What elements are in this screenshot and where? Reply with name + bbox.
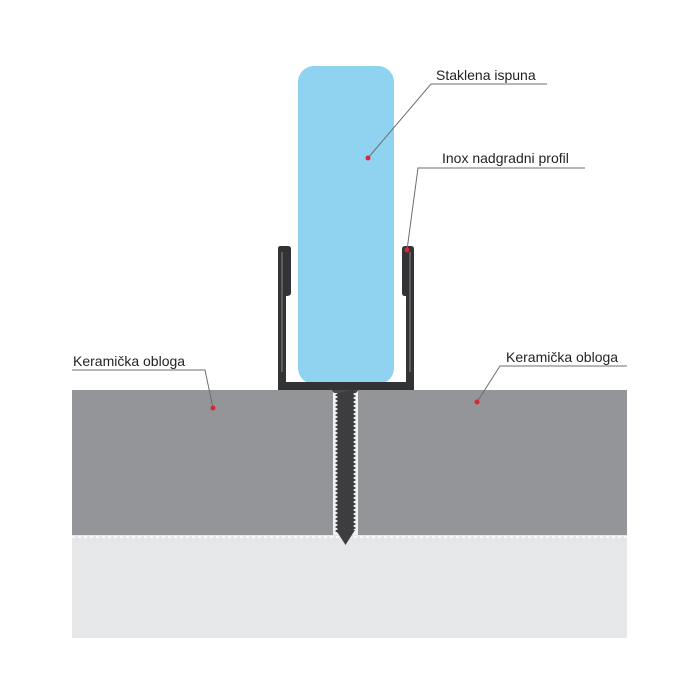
marker-dot: [474, 399, 480, 405]
marker-dot: [404, 247, 410, 253]
label-glass: Staklena ispuna: [436, 67, 536, 83]
screw: [326, 383, 364, 545]
label-profile: Inox nadgradni profil: [442, 150, 569, 166]
label-tile-right: Keramička obloga: [506, 349, 618, 365]
tile-right: [358, 390, 627, 535]
u-profile: [278, 246, 414, 390]
marker-dot: [365, 155, 371, 161]
leader-lines: [72, 83, 627, 409]
glass-panel: [298, 66, 394, 384]
marker-dot: [210, 405, 216, 411]
tile-left: [72, 390, 333, 535]
marker-dots: [210, 155, 480, 411]
base-slab: [72, 535, 627, 638]
label-tile-left: Keramička obloga: [73, 353, 185, 369]
